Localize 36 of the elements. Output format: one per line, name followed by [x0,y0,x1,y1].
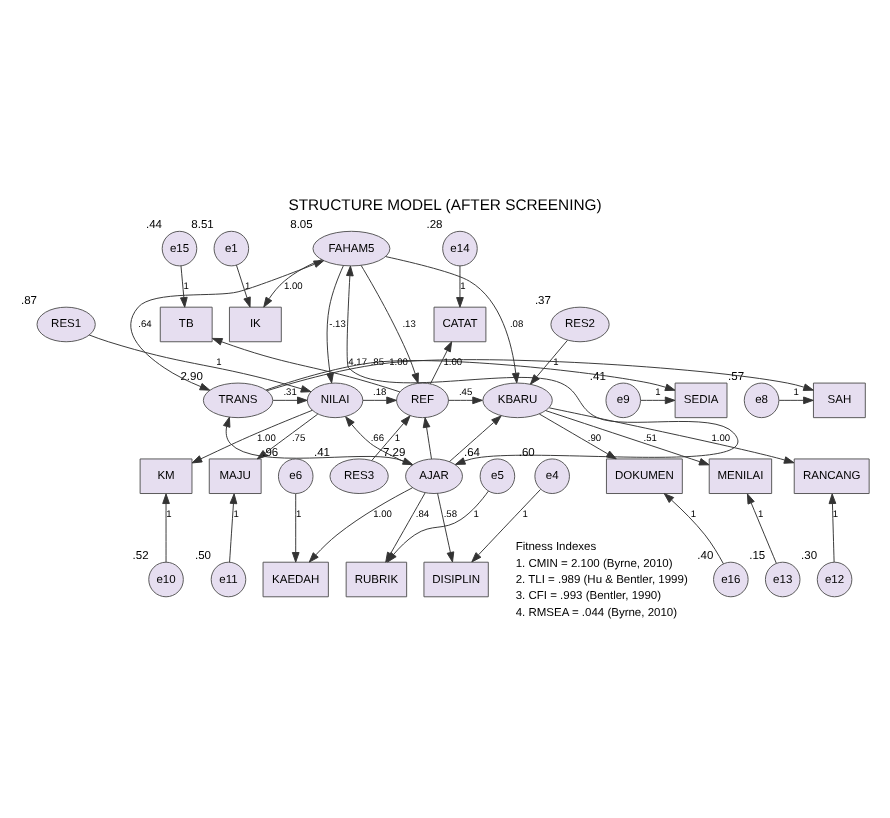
arrow [362,396,397,405]
arrow [545,410,710,466]
arrow [640,396,676,405]
arrow [191,409,313,464]
arrow [385,256,520,384]
arrow [266,359,814,392]
arrow [211,337,401,393]
arrow [360,265,419,384]
arrow [256,413,319,460]
arrow [272,396,308,405]
arrow [471,489,541,563]
arrow [538,413,617,460]
arrow [180,265,188,308]
arrow [529,339,568,385]
arrow [263,259,323,308]
arrow [229,493,238,563]
arrow [162,493,170,563]
arrow [130,260,325,391]
arrow [456,265,464,308]
arrow [265,360,676,392]
arrow [291,493,300,563]
arrow [326,265,344,384]
diagram-title: STRUCTURE MODEL (AFTER SCREENING) [288,195,602,214]
arrow [778,396,814,405]
arrow [663,493,724,565]
arrow [746,493,777,564]
arrow [437,493,455,563]
arrow [429,341,453,385]
arrow [422,417,432,460]
arrow [448,396,483,405]
arrow [828,493,837,563]
arrow [371,415,411,461]
arrow [236,264,251,308]
arrow [88,334,312,393]
arrow [548,407,795,464]
arrow [448,415,502,463]
